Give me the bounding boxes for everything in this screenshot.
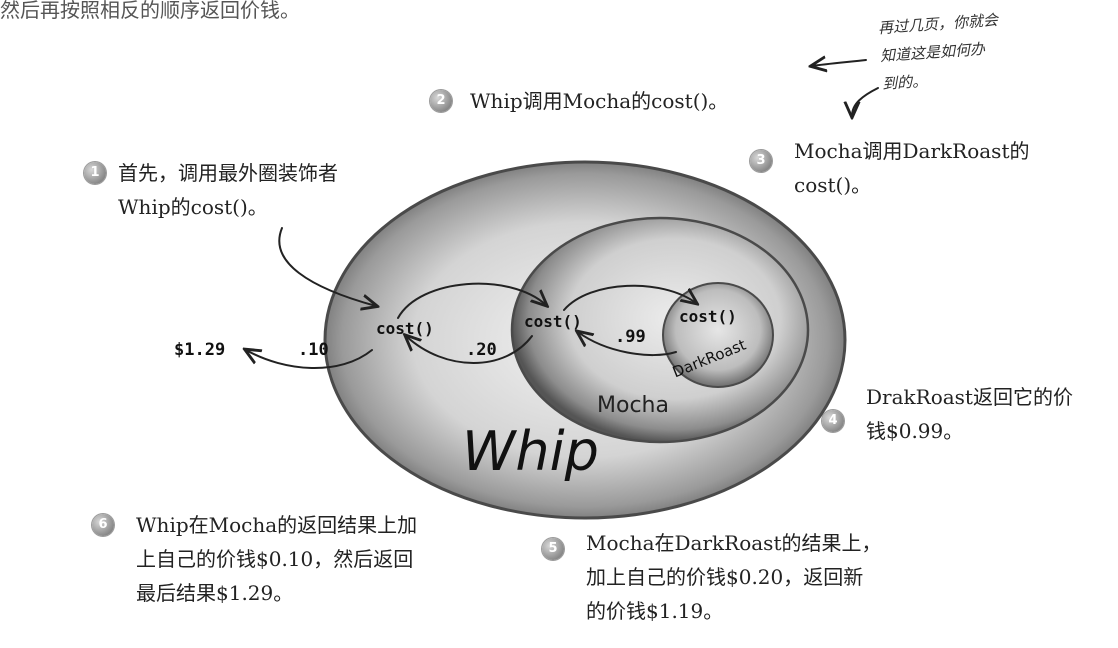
step-1-number-icon: 1 [84, 162, 106, 184]
darkroast-layer [662, 282, 774, 388]
step-1-line: 首先，调用最外圈装饰者 [118, 161, 338, 185]
call-in-arrow [278, 227, 376, 306]
handwritten-note: 再过几页，你就会 知道这是如何办 到的。 [877, 6, 1003, 98]
step-5-line: 的价钱$1.19。 [586, 599, 724, 623]
whip-label: Whip [462, 420, 599, 483]
step-4-line: 钱$0.99。 [866, 419, 964, 443]
step-6-line: 最后结果$1.29。 [136, 581, 294, 605]
step-5-line: 加上自己的价钱$0.20，返回新 [586, 565, 864, 589]
note-arrow [812, 60, 867, 66]
darkroast-cost-label: cost() [679, 307, 737, 326]
darkroast-price: .99 [615, 327, 646, 347]
top-caption: 然后再按照相反的顺序返回价钱。 [0, 0, 300, 22]
mocha-price: .20 [466, 340, 497, 360]
mocha-cost-label: cost() [524, 312, 582, 331]
step-6-callout: 6 Whip在Mocha的返回结果上加 上自己的价钱$0.10，然后返回 最后结… [92, 508, 418, 610]
step-4-line: DrakRoast返回它的价 [866, 385, 1073, 409]
step-2-number-icon: 2 [430, 90, 452, 112]
whip-price: .10 [298, 340, 329, 360]
step-6-line: Whip在Mocha的返回结果上加 [136, 513, 418, 537]
return-whip-arrow [246, 350, 373, 369]
step-3-callout: 3 Mocha调用DarkRoast的 cost()。 [750, 134, 1030, 202]
step-5-number-icon: 5 [542, 538, 564, 560]
step-5-line: Mocha在DarkRoast的结果上， [586, 531, 882, 555]
call-mocha-to-darkroast-arrow [563, 284, 696, 311]
step-5-callout: 5 Mocha在DarkRoast的结果上， 加上自己的价钱$0.20，返回新 … [542, 526, 882, 628]
step-2-callout: 2 Whip调用Mocha的cost()。 [430, 84, 729, 118]
step-6-line: 上自己的价钱$0.10，然后返回 [136, 547, 414, 571]
step-1-line: Whip的cost()。 [118, 195, 268, 219]
step-3-number-icon: 3 [750, 150, 772, 172]
whip-cost-label: cost() [376, 319, 434, 338]
mocha-layer [510, 216, 810, 444]
return-mocha-arrow [406, 336, 533, 364]
result-price: $1.29 [174, 340, 225, 360]
step-3-line: Mocha调用DarkRoast的 [794, 139, 1030, 163]
note-hook-arrow [852, 87, 879, 116]
step-1-callout: 1 首先，调用最外圈装饰者 Whip的cost()。 [84, 156, 338, 224]
mocha-label: Mocha [597, 393, 669, 418]
step-2-line: Whip调用Mocha的cost()。 [470, 89, 729, 113]
return-darkroast-arrow [578, 332, 677, 357]
call-whip-to-mocha-arrow [397, 282, 546, 319]
step-4-number-icon: 4 [822, 410, 844, 432]
step-4-callout: 4 DrakRoast返回它的价 钱$0.99。 [822, 380, 1073, 448]
step-3-line: cost()。 [794, 173, 872, 197]
step-6-number-icon: 6 [92, 514, 114, 536]
